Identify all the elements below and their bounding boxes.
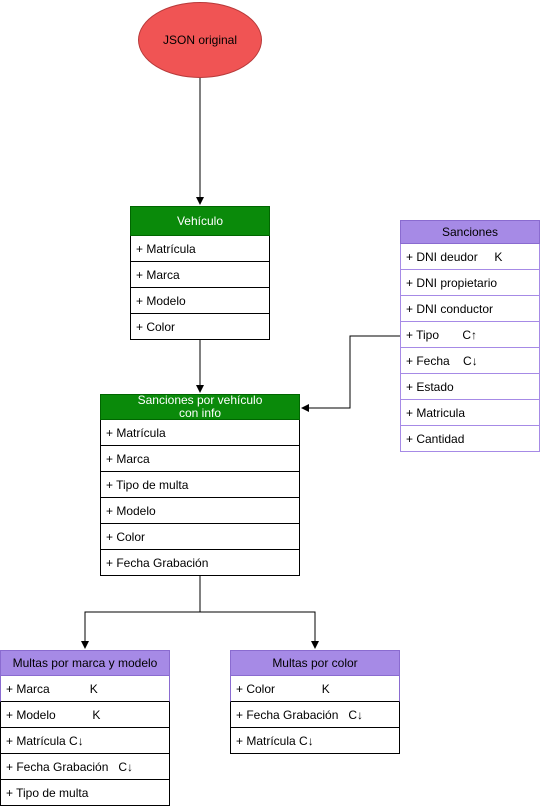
sanciones-vehiculo-field-color: + Color <box>100 524 300 550</box>
sanciones-vehiculo-field-fecha-grabacion: + Fecha Grabación <box>100 550 300 576</box>
sanciones-field-estado: + Estado <box>400 374 540 400</box>
multas-marca-field-modelo: + Modelo K <box>0 702 170 728</box>
entity-sanciones-vehiculo[interactable]: Sanciones por vehículo con info + Matríc… <box>100 394 300 576</box>
sanciones-field-matricula: + Matricula <box>400 400 540 426</box>
entity-sanciones-title: Sanciones <box>441 224 499 239</box>
sanciones-field-cantidad: + Cantidad <box>400 426 540 452</box>
entity-sanciones-header: Sanciones <box>400 220 540 244</box>
json-original-label: JSON original <box>162 33 238 47</box>
entity-vehiculo-title: Vehículo <box>176 213 224 228</box>
multas-marca-field-fecha-grabacion: + Fecha Grabación C↓ <box>0 754 170 780</box>
sanciones-vehiculo-field-marca: + Marca <box>100 446 300 472</box>
entity-multas-marca-title: Multas por marca y modelo <box>12 655 158 670</box>
entity-vehiculo-header: Vehículo <box>130 206 270 236</box>
multas-marca-field-marca: + Marca K <box>0 676 170 702</box>
entity-multas-marca-modelo[interactable]: Multas por marca y modelo + Marca K + Mo… <box>0 650 170 806</box>
entity-multas-color-header: Multas por color <box>230 650 400 676</box>
entity-vehiculo[interactable]: Vehículo + Matrícula + Marca + Modelo + … <box>130 206 270 340</box>
sanciones-field-dni-propietario: + DNI propietario <box>400 270 540 296</box>
connector-to-multas-color <box>200 611 319 649</box>
entity-multas-color[interactable]: Multas por color + Color K + Fecha Graba… <box>230 650 400 754</box>
multas-marca-field-tipo-multa: + Tipo de multa <box>0 780 170 806</box>
connector-to-multas-marca <box>81 576 201 649</box>
multas-color-field-fecha-grabacion: + Fecha Grabación C↓ <box>230 702 400 728</box>
sanciones-field-tipo: + Tipo C↑ <box>400 322 540 348</box>
connector-sanciones-to-sanciones-vehiculo <box>301 335 400 412</box>
vehiculo-field-matricula: + Matrícula <box>130 236 270 262</box>
sanciones-vehiculo-field-tipo-multa: + Tipo de multa <box>100 472 300 498</box>
vehiculo-field-marca: + Marca <box>130 262 270 288</box>
multas-color-field-matricula: + Matrícula C↓ <box>230 728 400 754</box>
entity-multas-marca-header: Multas por marca y modelo <box>0 650 170 676</box>
entity-sanciones-vehiculo-header: Sanciones por vehículo con info <box>100 394 300 420</box>
vehiculo-field-color: + Color <box>130 314 270 340</box>
multas-marca-field-matricula: + Matrícula C↓ <box>0 728 170 754</box>
entity-sanciones-vehiculo-title-line1: Sanciones por vehículo <box>137 393 263 407</box>
sanciones-vehiculo-field-modelo: + Modelo <box>100 498 300 524</box>
sanciones-field-dni-conductor: + DNI conductor <box>400 296 540 322</box>
entity-sanciones[interactable]: Sanciones + DNI deudor K + DNI propietar… <box>400 220 540 452</box>
vehiculo-field-modelo: + Modelo <box>130 288 270 314</box>
sanciones-vehiculo-field-matricula: + Matrícula <box>100 420 300 446</box>
entity-sanciones-vehiculo-title-line2: con info <box>178 406 222 420</box>
multas-color-field-color: + Color K <box>230 676 400 702</box>
sanciones-field-fecha: + Fecha C↓ <box>400 348 540 374</box>
entity-multas-color-title: Multas por color <box>272 655 358 670</box>
sanciones-field-dni-deudor: + DNI deudor K <box>400 244 540 270</box>
json-original-node[interactable]: JSON original <box>138 2 262 78</box>
